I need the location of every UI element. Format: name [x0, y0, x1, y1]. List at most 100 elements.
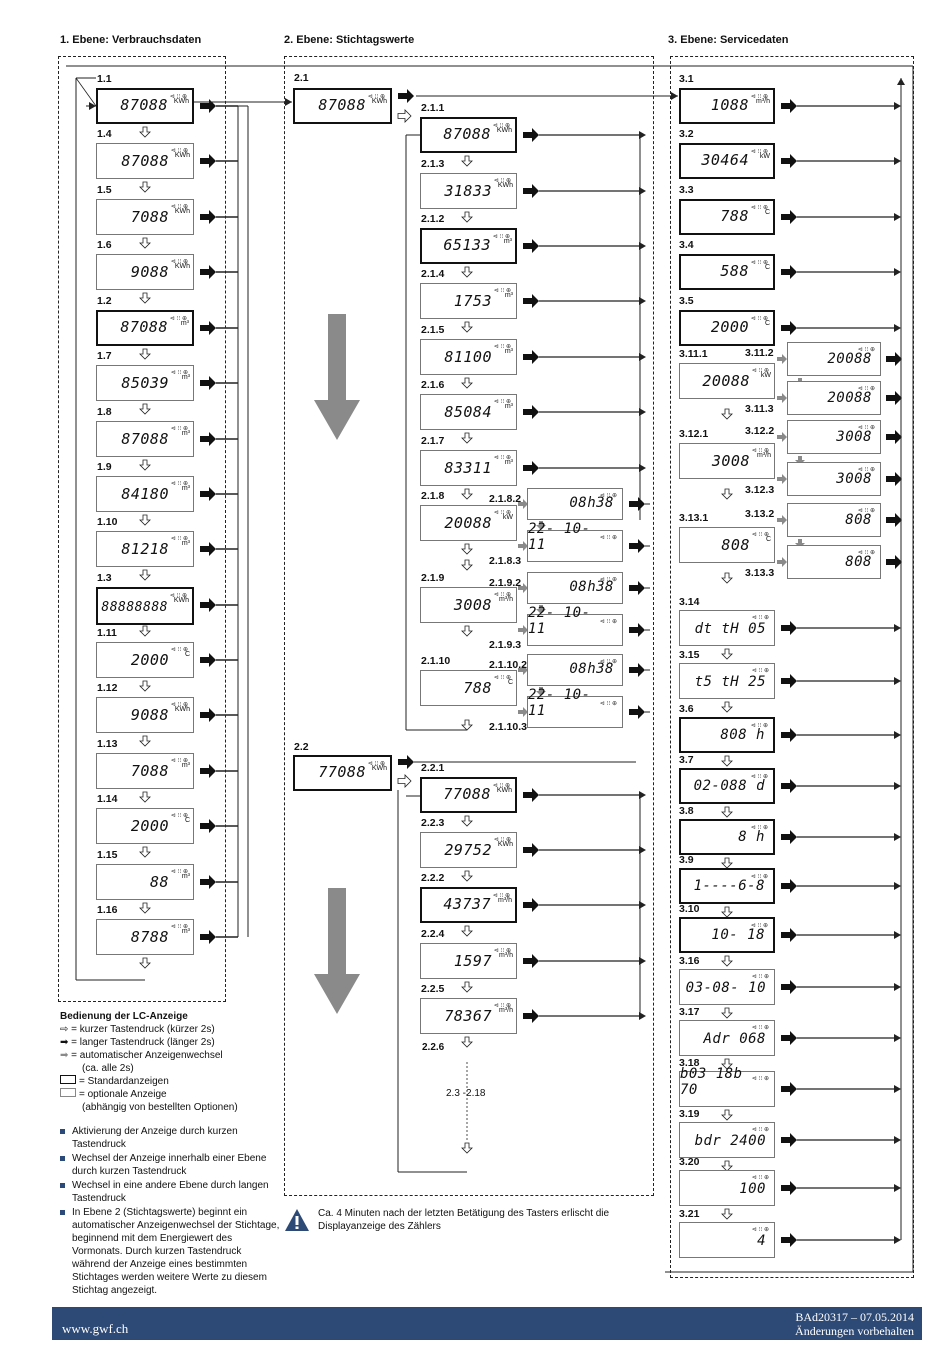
long-press-arrow [886, 472, 902, 486]
long-press-arrow [629, 663, 645, 677]
display-value: 81218 [121, 540, 169, 558]
long-press-arrow [200, 265, 216, 279]
long-press-arrow [523, 788, 539, 802]
display-value: 3008 [836, 429, 872, 445]
item-id: 2.1.9 [421, 572, 445, 584]
item-id: 2.2 [294, 741, 309, 753]
long-press-arrow [781, 779, 797, 793]
display-unit: kW [759, 153, 770, 160]
item-id: 3.14 [679, 596, 700, 608]
display-value: 88 [149, 873, 169, 891]
sub-item-id: 2.1.9.3 [489, 639, 522, 651]
arrowhead [639, 353, 646, 361]
display-value: 3008 [711, 452, 750, 470]
display-unit: m³ [504, 292, 513, 299]
long-press-arrow [523, 184, 539, 198]
status-icons: ⊲ ⁝⁝ ⊕ [492, 893, 510, 899]
level3-header: 3. Ebene: Servicedaten [668, 34, 789, 46]
status-icons: ⊲ ⁝⁝ ⊕ [751, 1175, 769, 1181]
long-press-arrow [781, 879, 797, 893]
display-unit: KWh [173, 98, 189, 105]
status-icons: ⊲ ⁝⁝ ⊕ [170, 869, 188, 875]
auto-change-arrow [536, 687, 546, 696]
display-value: bdr 2400 [694, 1133, 766, 1149]
short-press-arrow [461, 266, 473, 278]
item-id: 1.15 [97, 849, 118, 861]
label-226: 2.2.6 [422, 1042, 445, 1053]
item-id: 3.5 [679, 295, 694, 307]
display-value: 87088 [120, 318, 168, 336]
long-press-arrow [629, 539, 645, 553]
item-id: 2.1 [294, 72, 309, 84]
lc-display-sub: ⊲ ⁝⁝ ⊕808 [787, 545, 881, 579]
long-press-arrow [629, 497, 645, 511]
status-icons: ⊲ ⁝⁝ ⊕ [170, 481, 188, 487]
item-id: 1.12 [97, 682, 118, 694]
auto-change-arrow [518, 583, 528, 593]
connector-line [75, 77, 97, 107]
item-id: 1.13 [97, 738, 118, 750]
long-press-arrow [886, 391, 902, 405]
item-id: 3.10 [679, 903, 700, 915]
item-id: 3.8 [679, 805, 694, 817]
status-icons: ⊲ ⁝⁝ ⊕ [493, 510, 511, 516]
status-icons: ⊲ ⁝⁝ ⊕ [751, 668, 769, 674]
status-icons: ⊲ ⁝⁝ ⊕ [170, 204, 188, 210]
status-icons: ⊲ ⁝⁝ ⊕ [493, 455, 511, 461]
long-press-arrow [781, 1133, 797, 1147]
arrowhead [894, 102, 901, 110]
lc-display-3-10: ⊲ ⁝⁝ ⊕10- 18 [679, 917, 775, 953]
display-value: 03-08- 10 [685, 980, 766, 996]
long-press-arrow [523, 294, 539, 308]
display-value: 77088 [318, 763, 366, 781]
display-value: 02-088 d [693, 778, 765, 794]
arrowhead [639, 131, 646, 139]
status-icons: ⊲ ⁝⁝ ⊕ [492, 234, 510, 240]
sub-item-id: 2.1.10.3 [489, 721, 527, 733]
auto-change-icon: ➡ [60, 1050, 72, 1061]
item-id: 1.6 [97, 239, 112, 251]
lc-display-sub: ⊲ ⁝⁝ ⊕08h38 [527, 572, 623, 604]
arrowhead [894, 157, 901, 165]
arrowhead [639, 297, 646, 305]
short-press-arrow [397, 774, 412, 788]
display-value: 588 [720, 262, 749, 280]
legend-long-text: = langer Tastendruck (länger 2s) [71, 1037, 215, 1048]
label-range: 2.3 -2.18 [446, 1088, 486, 1099]
short-press-arrow [139, 348, 151, 360]
long-press-arrow [886, 430, 902, 444]
arrowhead [894, 1085, 901, 1093]
item-id: 1.8 [97, 406, 112, 418]
long-press-arrow [781, 1233, 797, 1247]
item-id: 2.2.5 [421, 983, 445, 995]
sub-item-id: 2.1.8.3 [489, 555, 522, 567]
item-id: 1.2 [97, 295, 112, 307]
display-value: 22- 10- 11 [528, 687, 591, 719]
item-id: 2.1.10 [421, 655, 451, 667]
long-press-arrow [200, 99, 216, 113]
short-press-arrow [139, 126, 151, 138]
item-id: 3.17 [679, 1006, 700, 1018]
item-id: 2.1.2 [421, 213, 445, 225]
short-press-arrow [721, 1109, 733, 1121]
display-unit: m³ [181, 873, 190, 880]
lc-display-sub: ⊲ ⁝⁝ ⊕808 [787, 503, 881, 537]
item-id: 3.18 [679, 1057, 700, 1069]
display-value: 808 h [720, 727, 765, 743]
short-press-arrow [397, 109, 412, 123]
arrowhead [894, 677, 901, 685]
display-unit: kW [760, 372, 771, 379]
item-id: 3.19 [679, 1108, 700, 1120]
status-icons: ⊲ ⁝⁝ ⊕ [493, 837, 511, 843]
display-unit: C [507, 679, 513, 686]
sub-item-id: 2.1.10.2 [489, 659, 527, 671]
auto-change-arrow [777, 557, 787, 567]
display-unit: C [184, 817, 190, 824]
item-id: 2.2.4 [421, 928, 445, 940]
footer-url[interactable]: www.gwf.ch [62, 1321, 129, 1336]
auto-change-arrow [518, 665, 528, 675]
